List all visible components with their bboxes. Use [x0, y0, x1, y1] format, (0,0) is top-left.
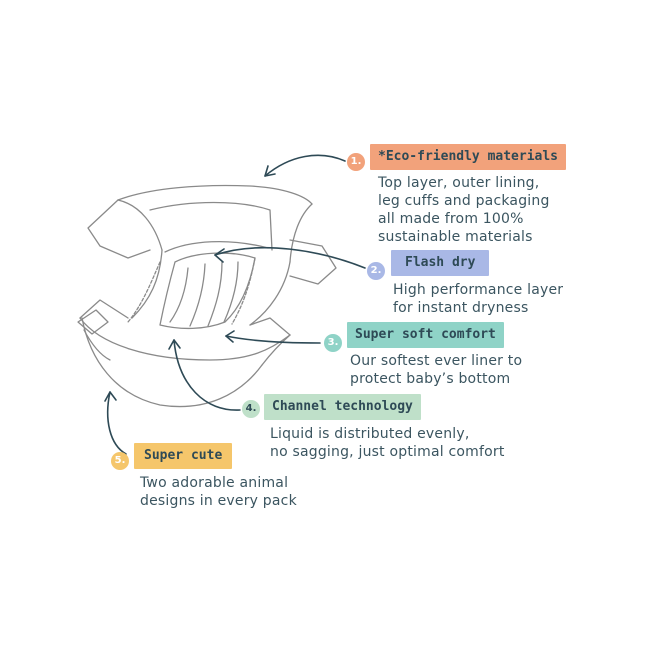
feature-1-description: Top layer, outer lining, leg cuffs and p…	[378, 174, 550, 246]
feature-5-title: Super cute	[134, 443, 233, 469]
feature-1-number: 1.	[347, 153, 365, 171]
feature-5-number: 5.	[111, 452, 129, 470]
feature-1-title: *Eco-friendly materials	[370, 144, 567, 170]
arrow-1	[264, 154, 346, 177]
arrow-4	[173, 339, 241, 411]
arrow-5	[106, 391, 127, 455]
feature-5-line-1: Two adorable animal	[140, 475, 289, 491]
arrow-2-head	[214, 248, 225, 263]
arrow-5-head	[104, 391, 117, 402]
feature-2-description: High performance layer for instant dryne…	[393, 281, 563, 317]
arrow-4-head	[168, 339, 181, 350]
feature-1-line-4: sustainable materials	[378, 229, 533, 245]
feature-1-line-3: all made from 100%	[378, 211, 524, 227]
feature-2-number: 2.	[367, 262, 385, 280]
feature-2-line-2: for instant dryness	[393, 300, 529, 316]
feature-3-line-1: Our softest ever liner to	[350, 353, 523, 369]
feature-4-title: Channel technology	[264, 394, 421, 420]
arrow-1-head	[264, 165, 276, 177]
feature-3-number: 3.	[324, 334, 342, 352]
feature-4-description: Liquid is distributed evenly, no sagging…	[270, 425, 505, 461]
feature-2-title: Flash dry	[391, 250, 490, 276]
arrow-3-head	[225, 330, 235, 343]
arrows	[104, 154, 366, 455]
feature-4-line-2: no sagging, just optimal comfort	[270, 444, 505, 460]
feature-4-line-1: Liquid is distributed evenly,	[270, 426, 470, 442]
feature-1-line-1: Top layer, outer lining,	[378, 175, 540, 191]
feature-5-line-2: designs in every pack	[140, 493, 297, 509]
feature-3-line-2: protect baby’s bottom	[350, 371, 511, 387]
feature-5-description: Two adorable animal designs in every pac…	[140, 474, 297, 510]
feature-2-line-1: High performance layer	[393, 282, 564, 298]
arrow-2	[214, 246, 366, 269]
arrow-3	[225, 335, 321, 344]
feature-3-title: Super soft comfort	[347, 322, 504, 348]
feature-4-number: 4.	[242, 400, 260, 418]
feature-1-line-2: leg cuffs and packaging	[378, 193, 550, 209]
diaper-drawing	[77, 184, 337, 408]
feature-3-description: Our softest ever liner to protect baby’s…	[350, 352, 522, 388]
